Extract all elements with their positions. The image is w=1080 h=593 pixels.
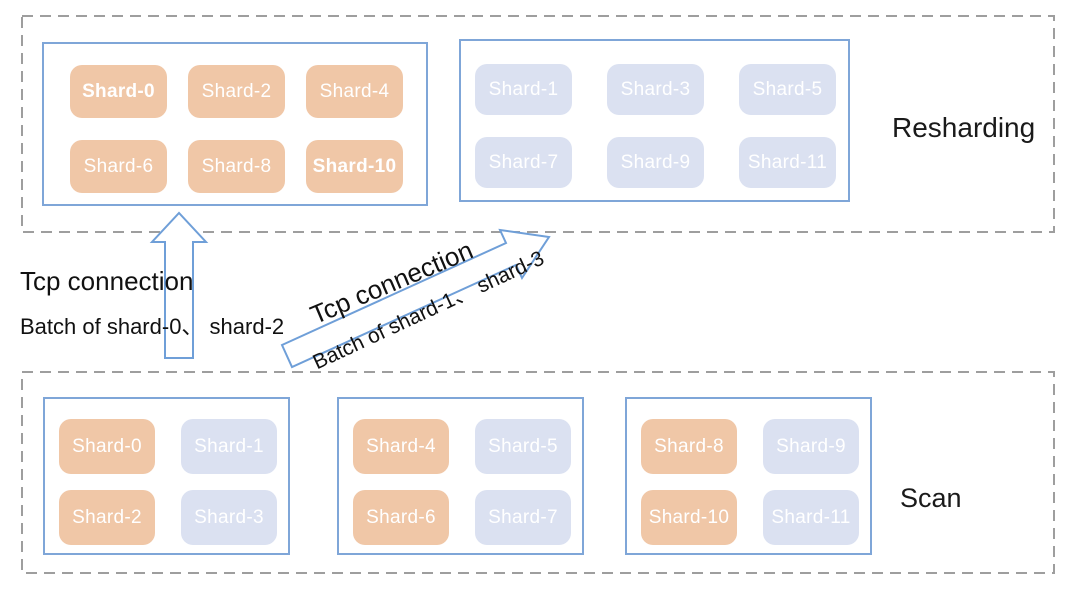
- shard-tile-shard-0: Shard-0: [59, 419, 155, 474]
- shard-tile-shard-8: Shard-8: [641, 419, 737, 474]
- shard-tile-shard-9: Shard-9: [607, 137, 704, 188]
- shard-tile-shard-10: Shard-10: [306, 140, 403, 193]
- shard-tile-shard-6: Shard-6: [353, 490, 449, 545]
- shard-tile-shard-2: Shard-2: [188, 65, 285, 118]
- shard-tile-shard-1: Shard-1: [181, 419, 277, 474]
- shard-tile-shard-1: Shard-1: [475, 64, 572, 115]
- shard-tile-shard-5: Shard-5: [739, 64, 836, 115]
- shard-tile-shard-2: Shard-2: [59, 490, 155, 545]
- shard-tile-shard-9: Shard-9: [763, 419, 859, 474]
- shard-tile-shard-4: Shard-4: [306, 65, 403, 118]
- shard-tile-shard-6: Shard-6: [70, 140, 167, 193]
- up-arrow-subtitle: Batch of shard-0、 shard-2: [20, 314, 285, 339]
- resharding-zone-label: Resharding: [892, 112, 1036, 143]
- shard-tile-shard-0: Shard-0: [70, 65, 167, 118]
- up-arrow-title: Tcp connection: [20, 266, 194, 296]
- shard-tile-shard-4: Shard-4: [353, 419, 449, 474]
- shard-tile-shard-11: Shard-11: [763, 490, 859, 545]
- shard-tile-shard-5: Shard-5: [475, 419, 571, 474]
- shard-tile-shard-7: Shard-7: [475, 490, 571, 545]
- shard-tile-shard-7: Shard-7: [475, 137, 572, 188]
- shard-tile-shard-3: Shard-3: [181, 490, 277, 545]
- shard-tile-shard-8: Shard-8: [188, 140, 285, 193]
- shard-tile-shard-10: Shard-10: [641, 490, 737, 545]
- shard-tile-shard-11: Shard-11: [739, 137, 836, 188]
- shard-tile-shard-3: Shard-3: [607, 64, 704, 115]
- scan-zone-label: Scan: [900, 483, 962, 513]
